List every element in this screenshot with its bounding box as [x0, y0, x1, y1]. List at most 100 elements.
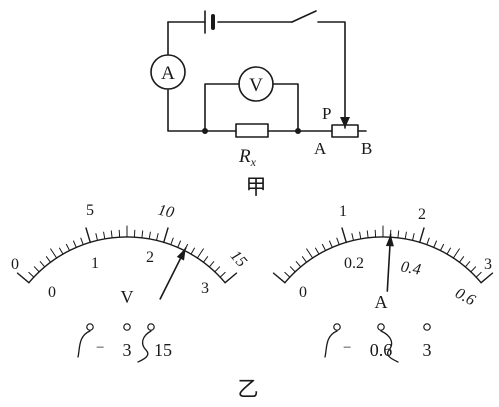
- circuit-ammeter: A: [150, 54, 186, 90]
- ammeter-tick: [412, 233, 415, 241]
- rheostat-end-b-label: B: [361, 139, 372, 158]
- voltmeter-tick: [148, 231, 151, 240]
- ammeter-tick: [341, 227, 347, 244]
- circuit-caption: 甲: [246, 175, 267, 199]
- ammeter-tick: [475, 271, 482, 278]
- voltmeter-tick: [170, 237, 174, 246]
- rheostat-end-a-label: A: [314, 139, 327, 158]
- junction-dot-left: [202, 128, 208, 134]
- voltmeter-15-lead-icon: [137, 330, 152, 363]
- slider-label: P: [322, 104, 331, 123]
- voltmeter-terminal-3-label: 3: [123, 340, 132, 360]
- voltmeter-tick: [16, 272, 30, 284]
- ammeter-tick: [397, 230, 400, 239]
- wire-left-lower: [167, 89, 237, 132]
- voltmeter-tick: [85, 227, 92, 244]
- ammeter-ticks: [272, 225, 494, 284]
- ammeter-tick: [321, 243, 327, 252]
- switch-icon: [291, 10, 317, 23]
- voltmeter-tick: [65, 243, 71, 252]
- ammeter-lower-label-0-4: 0.4: [399, 258, 422, 278]
- ammeter-terminal-negative-label: −: [343, 340, 351, 356]
- voltmeter-tick: [156, 233, 159, 241]
- voltmeter-tick: [162, 227, 169, 244]
- ammeter-tick: [351, 233, 354, 241]
- ammeter-upper-label-1: 1: [339, 203, 347, 220]
- ammeter-terminal-3-label: 3: [423, 340, 432, 360]
- ammeter-terminal-0-6: 0.6: [370, 323, 399, 363]
- ammeter-tick: [426, 237, 430, 246]
- ammeter-tick: [366, 230, 369, 239]
- voltmeter-scale-arc: [28, 236, 226, 284]
- ammeter-tick: [439, 243, 445, 252]
- voltmeter-terminal-15-label: 15: [154, 340, 172, 360]
- ammeter-terminals: − 0.6 3: [324, 323, 432, 363]
- ammeter-negative-lead-icon: [324, 330, 338, 358]
- voltmeter-tick: [95, 233, 98, 241]
- voltmeter-upper-label-5: 5: [86, 202, 94, 219]
- voltmeter-terminal-15: 15: [137, 323, 172, 363]
- voltmeter-symbol: V: [121, 287, 134, 307]
- voltmeter-ticks: [16, 225, 238, 284]
- ammeter-tick: [458, 256, 465, 263]
- circuit-voltmeter: V: [238, 66, 274, 102]
- ammeter-tick: [336, 237, 340, 246]
- ammeter-tick: [329, 240, 333, 248]
- ammeter-tick: [452, 248, 460, 259]
- ammeter-terminal-0-6-label: 0.6: [370, 340, 393, 360]
- voltmeter-upper-label-15: 15: [227, 247, 250, 270]
- wire-top-right: [317, 21, 346, 129]
- ammeter-upper-label-2: 2: [418, 206, 426, 223]
- ammeter-lower-label-0: 0: [299, 284, 307, 301]
- ammeter-upper-label-3: 3: [484, 256, 492, 273]
- voltmeter-lower-label-0: 0: [48, 284, 56, 301]
- ammeter-terminal-3: 3: [423, 323, 432, 360]
- ammeter-tick: [272, 272, 286, 284]
- voltmeter-lower-label-3: 3: [201, 280, 209, 297]
- voltmeter-tick: [208, 261, 215, 268]
- voltmeter-tick: [177, 240, 181, 248]
- voltmeter-wire-right: [272, 83, 299, 132]
- voltmeter-tick: [196, 248, 204, 259]
- voltmeter-upper-label-0: 0: [11, 256, 19, 273]
- ammeter-needle-arrow-icon: [385, 234, 394, 247]
- ammeter-lower-label-0-6: 0.6: [452, 285, 478, 309]
- voltmeter-terminal-negative-label: −: [96, 340, 104, 356]
- voltmeter-tick: [28, 271, 35, 278]
- voltmeter-lower-label-2: 2: [146, 249, 154, 266]
- voltmeter-tick: [50, 248, 58, 259]
- ammeter-lower-label-0-2: 0.2: [344, 255, 364, 272]
- ammeter-tick: [301, 256, 308, 263]
- ammeter-tick: [433, 240, 437, 248]
- voltmeter-tick: [80, 237, 84, 246]
- ammeter-tick: [464, 261, 471, 268]
- ammeter-tick: [480, 272, 494, 284]
- circuit-diagram: A V Rx P A B 甲: [150, 10, 372, 199]
- circuit-ammeter-label: A: [161, 63, 175, 84]
- junction-dot-right: [295, 128, 301, 134]
- voltmeter-tick: [219, 271, 226, 278]
- voltmeter-tick: [224, 272, 238, 284]
- voltmeter-tick: [33, 266, 40, 273]
- ammeter-tick: [284, 271, 291, 278]
- voltmeter-terminals: − 3 15: [77, 323, 172, 363]
- resistor-rx: [235, 123, 269, 138]
- ammeter-tick: [315, 247, 320, 255]
- meters-caption: 乙: [238, 377, 259, 401]
- voltmeter-tick: [103, 231, 106, 240]
- ammeter-symbol: A: [375, 292, 388, 312]
- voltmeter-dial: 0 5 10 15 0 1 2 3 V − 3 15: [11, 202, 250, 363]
- ammeter-0-6-lead-icon: [380, 330, 399, 363]
- resistor-label: Rx: [238, 146, 257, 169]
- voltmeter-wire-left: [204, 83, 240, 132]
- voltmeter-tick: [39, 261, 46, 268]
- voltmeter-lower-label-1: 1: [91, 255, 99, 272]
- voltmeter-tick: [59, 247, 64, 255]
- voltmeter-terminal-negative: −: [77, 323, 104, 358]
- ammeter-tick: [306, 248, 314, 259]
- voltmeter-tick: [45, 256, 52, 263]
- voltmeter-tick: [73, 240, 77, 248]
- circuit-voltmeter-label: V: [249, 75, 263, 96]
- ammeter-tick: [446, 247, 451, 255]
